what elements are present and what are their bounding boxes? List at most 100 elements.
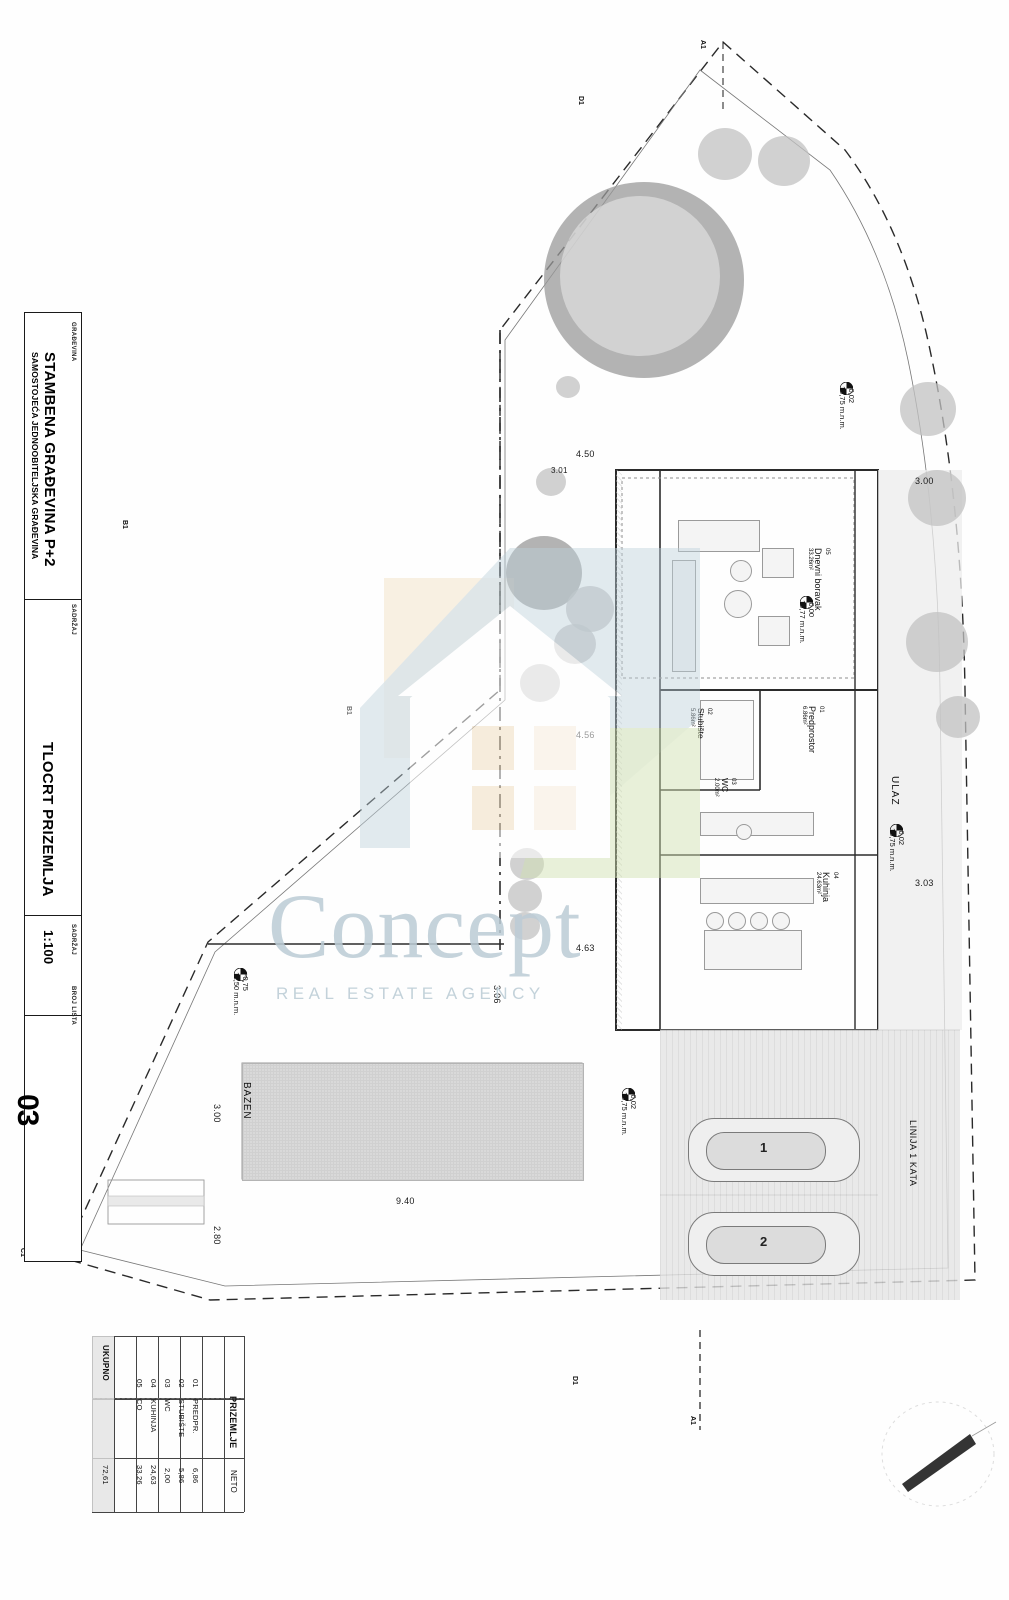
chair-icon <box>750 912 768 930</box>
tree-canopy-icon <box>900 382 956 436</box>
table-line <box>92 1398 244 1400</box>
tree-canopy-icon <box>554 624 596 664</box>
sink-icon <box>736 824 752 840</box>
legend-row-name: PREDPR. <box>191 1399 200 1434</box>
legend-row-num: 02 <box>177 1379 186 1388</box>
project-title: STAMBENA GRAĐEVINA P+2 <box>41 352 58 567</box>
title-block-label-gradevina: GRAĐEVINA <box>70 322 76 362</box>
room-area: 6.86m² <box>800 706 807 725</box>
sofa-icon <box>678 520 760 552</box>
room-name: Kuhinja <box>821 872 832 903</box>
chair-icon <box>728 912 746 930</box>
room-label-predprostor: 01 Predprostor 6.86m² <box>800 706 824 753</box>
tree-canopy-icon <box>510 912 540 940</box>
title-block-cell-scale <box>25 915 81 1016</box>
legend-row-net: 33,26 <box>135 1465 144 1485</box>
room-number: 01 <box>818 706 824 713</box>
elevation-relative: -0,02 <box>629 1092 638 1110</box>
room-area: 24.63m² <box>814 872 821 895</box>
car-label-2: 2 <box>760 1234 768 1249</box>
elevation-relative: -0,02 <box>847 386 856 404</box>
legend-row-num: 04 <box>149 1379 158 1388</box>
car-label-1: 1 <box>760 1140 768 1155</box>
armchair-icon <box>762 548 794 578</box>
chair-icon <box>706 912 724 930</box>
area-schedule-table <box>92 1336 245 1513</box>
compass-rose-icon <box>872 1392 1004 1516</box>
room-label-kuhinja: 04 Kuhinja 24.63m² <box>814 872 838 902</box>
dimension-9-40: 9.40 <box>396 1196 415 1206</box>
section-marker-a1-bottom: A1 <box>689 1416 696 1425</box>
elevation-absolute: 10,75 m.n.m. <box>888 828 897 872</box>
legend-total-label: UKUPNO <box>101 1345 110 1381</box>
kitchen-counter-icon <box>700 878 814 904</box>
table-line <box>136 1336 137 1512</box>
elevation-text: -0,02 10,75 m.n.m. <box>838 386 856 430</box>
elevation-marker-icon <box>839 381 854 396</box>
dimension-3-00: 3.00 <box>915 476 934 486</box>
dimension-3-06: 3.06 <box>492 985 502 1004</box>
title-block-cell-project <box>25 313 81 600</box>
dimension-2-80: 2.80 <box>212 1226 222 1245</box>
section-marker-b1-left: B1 <box>121 520 128 529</box>
drawing-title: TLOCRT PRIZEMLJA <box>39 742 56 897</box>
side-terrace <box>878 470 962 1030</box>
dimension-3-03: 3.03 <box>915 878 934 888</box>
elevation-relative: -0,00 <box>807 600 816 618</box>
legend-row-net: 5,86 <box>177 1468 186 1484</box>
entrance-label: ULAZ <box>889 776 900 806</box>
legend-row-num: 05 <box>135 1379 144 1388</box>
tree-canopy-icon <box>560 196 720 356</box>
legend-row-net: 24,63 <box>149 1465 158 1485</box>
table-line <box>92 1512 244 1513</box>
first-floor-line-label: LINIJA 1 KATA <box>908 1120 918 1187</box>
legend-row-name: WC <box>163 1399 172 1412</box>
table-line <box>224 1336 225 1512</box>
room-area: 2.00m² <box>713 778 720 797</box>
tree-canopy-icon <box>908 470 966 526</box>
elevation-marker-icon <box>233 967 248 982</box>
room-number: 03 <box>730 778 736 785</box>
room-number: 05 <box>824 548 830 555</box>
table-line <box>202 1336 203 1512</box>
room-name: WC <box>720 778 731 793</box>
title-block-label-sadrzaj-1: SADRŽAJ <box>70 604 76 636</box>
elevation-relative: -0,02 <box>897 828 906 846</box>
dimension-4-56: 4.56 <box>576 730 595 740</box>
elevation-absolute: 10,75 m.n.m. <box>620 1092 629 1136</box>
wall-hatch <box>616 470 622 1030</box>
elevation-absolute: 10,75 m.n.m. <box>838 386 847 430</box>
tree-canopy-icon <box>906 612 968 672</box>
legend-column-net: NETO <box>229 1470 238 1493</box>
legend-total-value: 72,61 <box>101 1465 110 1485</box>
car-body-icon <box>706 1132 826 1170</box>
room-area: 5.86m² <box>689 708 696 727</box>
elevation-text: -0,02 10,75 m.n.m. <box>620 1092 638 1136</box>
legend-row-name: KUHINJA <box>149 1399 158 1433</box>
drawing-scale: 1:100 <box>41 930 56 965</box>
chair-icon <box>772 912 790 930</box>
side-table-icon <box>730 560 752 582</box>
swimming-pool <box>242 1063 584 1181</box>
drawing-number: 03 <box>11 1094 44 1126</box>
elevation-relative: +0,75 <box>241 972 250 991</box>
legend-header: PRIZEMLJE <box>228 1396 238 1449</box>
sofa-icon <box>672 560 696 672</box>
title-block-cell-content <box>25 599 81 916</box>
room-name: Predprostor <box>807 706 818 754</box>
tree-canopy-icon <box>536 468 566 496</box>
tree-canopy-icon <box>758 136 810 186</box>
kitchen-counter-icon <box>700 812 814 836</box>
title-block <box>24 312 82 1262</box>
title-block-label-sadrzaj-2: SADRŽAJ <box>70 924 76 956</box>
table-line <box>244 1336 245 1512</box>
room-name: Stubište <box>696 708 707 739</box>
tree-canopy-icon <box>556 376 580 398</box>
elevation-marker-icon <box>621 1087 636 1102</box>
room-number: 02 <box>706 708 712 715</box>
tree-canopy-icon <box>510 848 544 880</box>
title-block-label-broj-lista: BROJ LISTA <box>70 986 76 1026</box>
elevation-text: -0,02 10,75 m.n.m. <box>888 828 906 872</box>
dining-table-icon <box>704 930 802 970</box>
